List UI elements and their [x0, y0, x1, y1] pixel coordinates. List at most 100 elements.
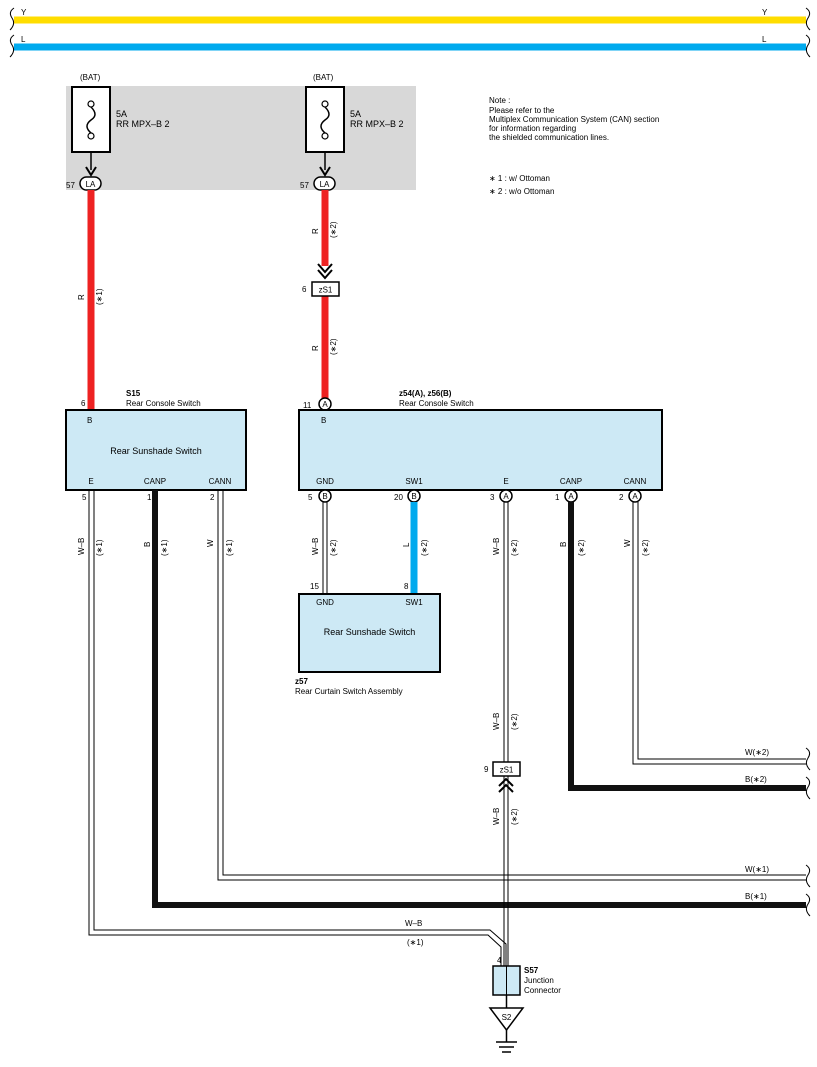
note-option-2: ∗ 2 : w/o Ottoman	[489, 187, 554, 196]
fuse-2-name: RR MPX–B 2	[350, 119, 404, 129]
label-w-z54: W	[623, 539, 632, 547]
fuse-1-source: (BAT)	[80, 73, 101, 82]
note-line-4: the shielded communication lines.	[489, 133, 609, 142]
break-mark-b2	[805, 776, 811, 800]
z57-pin-num-sw1: 8	[404, 582, 409, 591]
label-opt2-upper: (∗2)	[329, 221, 338, 238]
label-opt2-e-3: (∗2)	[510, 808, 519, 825]
note-option-1: ∗ 1 : w/ Ottoman	[489, 174, 550, 183]
zs1-bottom-connector: 9 zS1	[484, 761, 521, 793]
note-line-3: for information regarding	[489, 124, 576, 133]
s57-line1: Junction	[524, 976, 554, 985]
z54-pin-label-sw1: SW1	[405, 477, 423, 486]
z54-box	[298, 409, 663, 491]
label-r-lower: R	[311, 345, 320, 351]
fuse-2: (BAT) 5A RR MPX–B 2 57 LA	[300, 73, 404, 191]
label-w-s15: W	[206, 539, 215, 547]
z54-canp-wire	[568, 502, 806, 791]
bus-label-l-right: L	[762, 35, 767, 44]
ground-name: S2	[502, 1013, 512, 1022]
break-mark-w2	[805, 747, 811, 771]
s15-pin-num-1: 1	[147, 493, 152, 502]
z54-conn-canp-label: A	[568, 492, 574, 501]
fuse-1: (BAT) 5A RR MPX–B 2 57 LA	[66, 73, 170, 191]
z54-conn-e	[499, 489, 513, 503]
label-wb-e-3: W–B	[492, 808, 501, 825]
s15-canp-wire	[152, 490, 806, 908]
fuse-1-arrow-icon	[85, 166, 97, 177]
break-mark-b1	[805, 893, 811, 917]
zs1-bottom-box	[492, 761, 521, 777]
label-wb-gnd: W–B	[311, 538, 320, 555]
s15-rear-console-switch: S15 Rear Console Switch 6 B Rear Sunshad…	[65, 389, 247, 502]
label-opt1-s15-cann: (∗1)	[225, 539, 234, 556]
s15-e-wire-outer	[88, 490, 502, 966]
s15-top-label: B	[87, 416, 92, 425]
zs1-bottom-double-arrow-icon	[498, 777, 514, 793]
label-opt2-sw1: (∗2)	[420, 539, 429, 556]
s15-pin-label-cann: CANN	[209, 477, 232, 486]
z54-pin-label-canp: CANP	[560, 477, 582, 486]
bus-label-y-left: Y	[21, 8, 27, 17]
z57-pin-label-gnd: GND	[316, 598, 334, 607]
note-line-2: Multiplex Communication System (CAN) sec…	[489, 115, 659, 124]
s15-e-wire	[88, 490, 507, 966]
s57-junction-connector: 4 S57 Junction Connector	[492, 956, 561, 1008]
note-block: Note : Please refer to the Multiplex Com…	[489, 96, 659, 196]
ground-run-wire-label: W–B	[405, 919, 422, 928]
fuse-1-amp: 5A	[116, 109, 127, 119]
s57-id: S57	[524, 966, 539, 975]
label-wb-e-2: W–B	[492, 713, 501, 730]
s15-desc: Rear Console Switch	[126, 399, 201, 408]
z54-cann-wire-a	[632, 502, 806, 765]
label-r-s15: R	[77, 294, 86, 300]
z54-conn-cann	[628, 489, 642, 503]
ground-triangle-icon	[488, 1007, 525, 1032]
z54-conn-sw1-label: B	[411, 492, 416, 501]
label-opt2-z54-canp: (∗2)	[577, 539, 586, 556]
break-mark-left-y	[9, 7, 15, 31]
break-mark-right-l	[805, 34, 811, 58]
s15-cann-wire-b	[222, 490, 806, 876]
z54-conn-cann-label: A	[632, 492, 638, 501]
label-opt1-s15-canp: (∗1)	[160, 539, 169, 556]
label-b-s15: B	[143, 542, 152, 547]
z54-pin-num-canp: 1	[555, 493, 560, 502]
label-opt2-lower: (∗2)	[329, 338, 338, 355]
note-title: Note :	[489, 96, 510, 105]
fuse-panel	[66, 86, 416, 190]
zs1-top-label: zS1	[319, 286, 333, 295]
exit-label-w1: W(∗1)	[745, 865, 769, 874]
z54-pin-num-cann: 2	[619, 493, 624, 502]
z54-id: z54(A), z56(B)	[399, 389, 452, 398]
note-line-1: Please refer to the	[489, 106, 555, 115]
fuse-2-source: (BAT)	[313, 73, 334, 82]
z57-pin-num-gnd: 15	[310, 582, 319, 591]
fuse-2-pin: 57	[300, 181, 309, 190]
z57-box	[298, 593, 441, 673]
z54-conn-gnd-label: B	[322, 492, 327, 501]
ground-s2: S2	[488, 1007, 525, 1053]
label-r-upper: R	[311, 228, 320, 234]
fuse-1-terminal-top	[87, 100, 95, 108]
label-opt2-z54-cann: (∗2)	[641, 539, 650, 556]
fuse-2-terminal-bottom	[321, 132, 329, 140]
fuse-2-amp: 5A	[350, 109, 361, 119]
z54-conn-gnd	[318, 489, 332, 503]
z57-id: z57	[295, 677, 308, 686]
top-bus: Y Y L L	[9, 7, 811, 58]
red-wires	[87, 190, 333, 410]
exit-label-w2: W(∗2)	[745, 748, 769, 757]
label-opt1-s15-e: (∗1)	[95, 539, 104, 556]
s57-pin: 4	[497, 956, 502, 965]
z54-pin-num-e: 3	[490, 493, 495, 502]
label-opt1-s15: (∗1)	[95, 288, 104, 305]
zs1-top-connector: 6 zS1	[302, 281, 340, 297]
z57-pin-label-sw1: SW1	[405, 598, 423, 607]
s57-line2: Connector	[524, 986, 561, 995]
break-mark-w1	[805, 864, 811, 888]
z54-desc: Rear Console Switch	[399, 399, 474, 408]
z54-pin-label-cann: CANN	[624, 477, 647, 486]
z57-desc: Rear Curtain Switch Assembly	[295, 687, 403, 696]
